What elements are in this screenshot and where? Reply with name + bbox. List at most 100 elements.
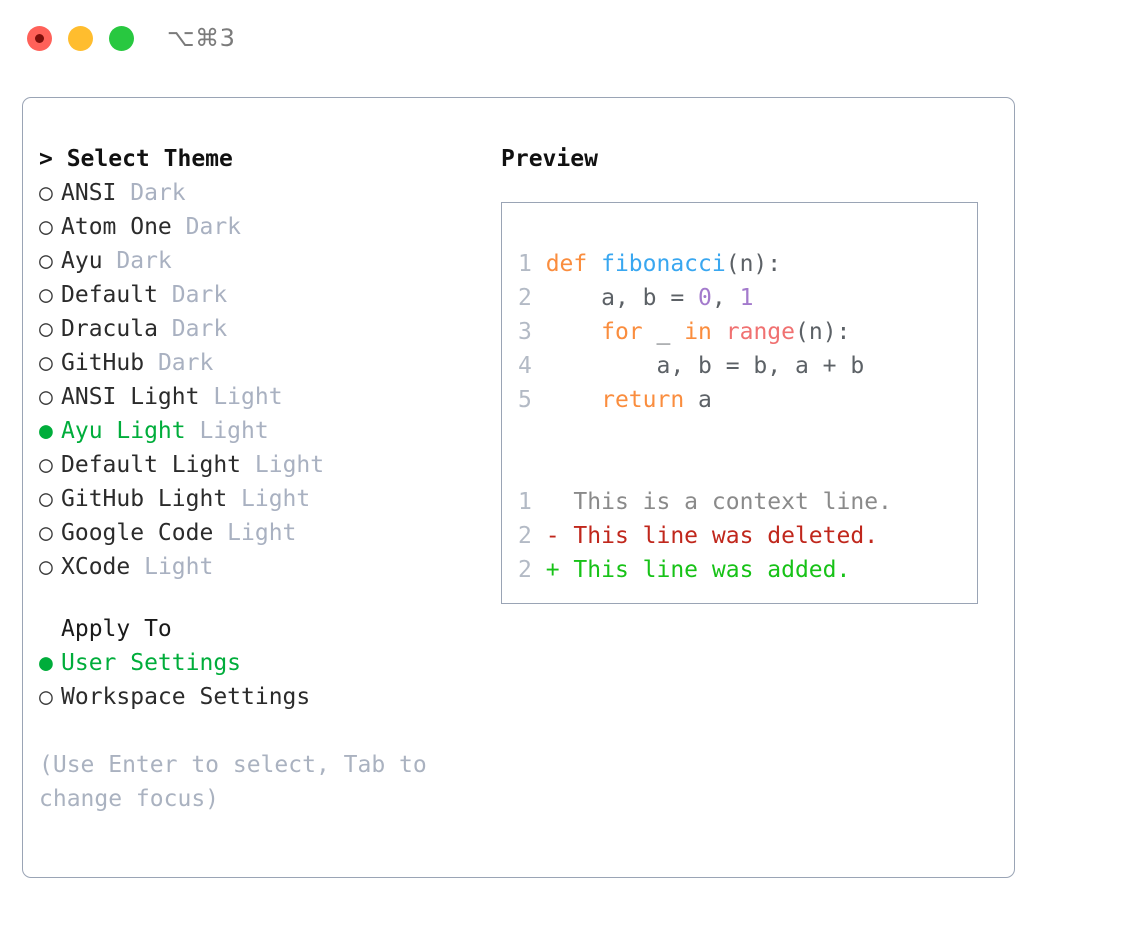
diff-marker: + xyxy=(545,557,560,583)
code-token: 0 xyxy=(698,285,712,311)
theme-option-ansi-light[interactable]: ○ANSI Light Light xyxy=(39,380,489,414)
diff-line: 2 + This line was added. xyxy=(518,553,977,587)
theme-option-tag: Dark xyxy=(171,282,228,308)
radio-icon: ○ xyxy=(39,180,53,206)
theme-option-tag: Light xyxy=(241,486,311,512)
theme-option-xcode[interactable]: ○ XCode Light xyxy=(39,550,489,584)
code-line: 1 def fibonacci(n): xyxy=(518,247,977,281)
theme-option-label: Dracula xyxy=(61,316,172,342)
theme-option-github[interactable]: ○ GitHub Dark xyxy=(39,346,489,380)
line-number: 2 xyxy=(518,285,546,311)
theme-option-ayu-light[interactable]: ● Ayu Light Light xyxy=(39,414,489,448)
main-panel: > Select Theme ○ANSI Dark○Atom One Dark○… xyxy=(22,97,1015,878)
theme-option-dracula[interactable]: ○ Dracula Dark xyxy=(39,312,489,346)
code-token: (n): xyxy=(795,319,851,345)
theme-option-google-code[interactable]: ○Google Code Light xyxy=(39,516,489,550)
preview-pane: Preview 1 def fibonacci(n):2 a, b = 0, 1… xyxy=(501,142,1001,604)
spacer xyxy=(39,584,489,612)
theme-picker: > Select Theme ○ANSI Dark○Atom One Dark○… xyxy=(39,142,489,816)
spacer xyxy=(39,714,489,748)
spacer xyxy=(518,417,977,451)
radio-icon: ○ xyxy=(39,248,53,274)
radio-selected-icon: ● xyxy=(39,418,53,444)
radio-icon: ○ xyxy=(39,214,53,240)
line-number: 2 xyxy=(518,523,546,549)
theme-option-tag: Light xyxy=(254,452,325,478)
line-number: 2 xyxy=(518,557,546,583)
theme-option-tag: Dark xyxy=(171,316,228,342)
theme-option-label: Ayu Light xyxy=(61,418,200,444)
theme-option-github-light[interactable]: ○ GitHub Light Light xyxy=(39,482,489,516)
diff-line: 1 This is a context line. xyxy=(518,485,977,519)
keyboard-hint: (Use Enter to select, Tab to change focu… xyxy=(39,752,427,812)
code-line: 4 a, b = b, a + b xyxy=(518,349,977,383)
apply-to-list: ● User Settings ○Workspace Settings xyxy=(39,646,489,714)
diff-sample: 1 This is a context line. 2 - This line w… xyxy=(518,485,977,587)
diff-text: This line was deleted. xyxy=(559,523,879,549)
theme-option-label: GitHub xyxy=(61,350,158,376)
apply-to-option-user-settings[interactable]: ● User Settings xyxy=(39,646,489,680)
diff-text: This line was added. xyxy=(559,557,851,583)
theme-option-label: ANSI xyxy=(61,180,131,206)
code-token: _ xyxy=(642,319,685,345)
radio-icon: ○ xyxy=(39,316,53,342)
window-title: ⌥⌘3 xyxy=(167,24,236,52)
code-token: , xyxy=(711,285,740,311)
spacer xyxy=(518,451,977,485)
code-token: def xyxy=(545,251,602,277)
radio-selected-icon: ● xyxy=(39,650,53,676)
minimize-button[interactable] xyxy=(68,26,93,51)
apply-to-heading: Apply To xyxy=(61,616,172,642)
code-token xyxy=(546,319,601,345)
theme-option-label: GitHub Light xyxy=(61,486,242,512)
theme-option-default-light[interactable]: ○Default Light Light xyxy=(39,448,489,482)
code-token xyxy=(712,319,726,345)
theme-option-label: Atom One xyxy=(61,214,186,240)
code-line: 3 for _ in range(n): xyxy=(518,315,977,349)
theme-option-ansi[interactable]: ○ ANSI Dark xyxy=(39,176,489,210)
window-controls xyxy=(27,26,134,51)
theme-option-tag: Dark xyxy=(116,248,172,274)
code-token: a xyxy=(684,387,712,413)
radio-icon: ○ xyxy=(39,486,53,512)
code-token: a, b = b, a + b xyxy=(545,353,865,379)
radio-icon: ○ xyxy=(39,520,53,546)
code-line: 5 return a xyxy=(518,383,977,417)
apply-to-option-workspace-settings[interactable]: ○Workspace Settings xyxy=(39,680,489,714)
radio-icon: ○ xyxy=(39,282,53,308)
theme-option-tag: Light xyxy=(199,418,269,444)
close-button[interactable] xyxy=(27,26,52,51)
code-token: for xyxy=(601,319,643,345)
apply-to-option-label: User Settings xyxy=(61,650,242,676)
theme-option-ayu[interactable]: ○Ayu Dark xyxy=(39,244,489,278)
code-token: 1 xyxy=(739,285,754,311)
theme-list: ○ANSI Dark○Atom One Dark○Ayu Dark○Defaul… xyxy=(39,176,489,584)
code-line: 2 a, b = 0, 1 xyxy=(518,281,977,315)
theme-option-tag: Dark xyxy=(185,214,242,240)
theme-option-tag: Dark xyxy=(130,180,186,206)
radio-icon: ○ xyxy=(39,554,53,580)
code-token: range xyxy=(725,319,795,345)
radio-icon: ○ xyxy=(39,384,53,410)
code-token: return xyxy=(601,387,685,413)
select-theme-heading: > Select Theme xyxy=(39,146,233,172)
code-token: a, b = xyxy=(545,285,699,311)
radio-icon: ○ xyxy=(39,350,53,376)
theme-option-tag: Dark xyxy=(157,350,214,376)
line-number: 1 xyxy=(518,251,546,277)
theme-option-default[interactable]: ○Default Dark xyxy=(39,278,489,312)
theme-option-tag: Light xyxy=(144,554,214,580)
diff-marker: - xyxy=(545,523,560,549)
theme-option-label: XCode xyxy=(61,554,145,580)
theme-option-tag: Light xyxy=(213,384,283,410)
code-token: in xyxy=(684,319,712,345)
code-token: fibonacci xyxy=(601,251,726,277)
diff-marker xyxy=(546,489,560,515)
preview-title: Preview xyxy=(501,146,598,172)
maximize-button[interactable] xyxy=(109,26,134,51)
theme-option-atom-one[interactable]: ○ Atom One Dark xyxy=(39,210,489,244)
line-number: 5 xyxy=(518,387,546,413)
